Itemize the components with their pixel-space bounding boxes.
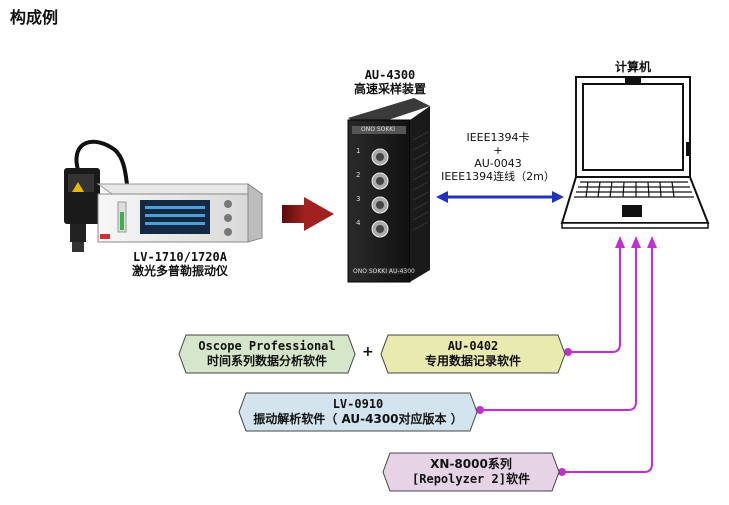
- laptop-computer: [560, 76, 710, 229]
- au0402-software-box: AU-0402 专用数据记录软件: [380, 334, 566, 374]
- sampler-label: AU-4300 高速采样装置: [353, 68, 426, 96]
- xn8000-software-box: XN-8000系列 [Repolyzer 2]软件: [382, 452, 560, 492]
- ieee1394-link-arrow: [436, 191, 564, 203]
- plus-sign: +: [362, 344, 374, 360]
- sampler-device: [347, 98, 430, 283]
- bnc-connector: [371, 148, 389, 166]
- port-label: 1: [356, 147, 361, 155]
- vibrometer-device: [64, 139, 264, 252]
- link-xn8000: [562, 244, 653, 473]
- port-label: 3: [356, 195, 361, 203]
- sampler-model: ONO SOKKI AU-4300: [353, 268, 415, 275]
- port-label: 2: [356, 171, 361, 179]
- bnc-connector: [371, 220, 389, 238]
- red-arrow-icon: [282, 197, 334, 231]
- page-title: 构成例: [10, 8, 59, 27]
- link-au0402: [568, 244, 621, 353]
- computer-label: 计算机: [614, 60, 651, 74]
- oscope-software-box: Oscope Professional 时间系列数据分析软件: [178, 334, 356, 374]
- bnc-connector: [371, 196, 389, 214]
- port-label: 4: [356, 219, 361, 227]
- link-lv0910: [480, 244, 637, 411]
- sampler-brand: ONO SOKKI: [360, 126, 395, 133]
- vibrometer-label: LV-1710/1720A 激光多普勒振动仪: [131, 250, 228, 278]
- connection-label: IEEE1394卡 + AU-0043 IEEE1394连线（2m）: [441, 131, 555, 183]
- lv0910-software-box: LV-0910 振动解析软件（ AU-4300对应版本 ）: [238, 392, 478, 432]
- bnc-connector: [371, 172, 389, 190]
